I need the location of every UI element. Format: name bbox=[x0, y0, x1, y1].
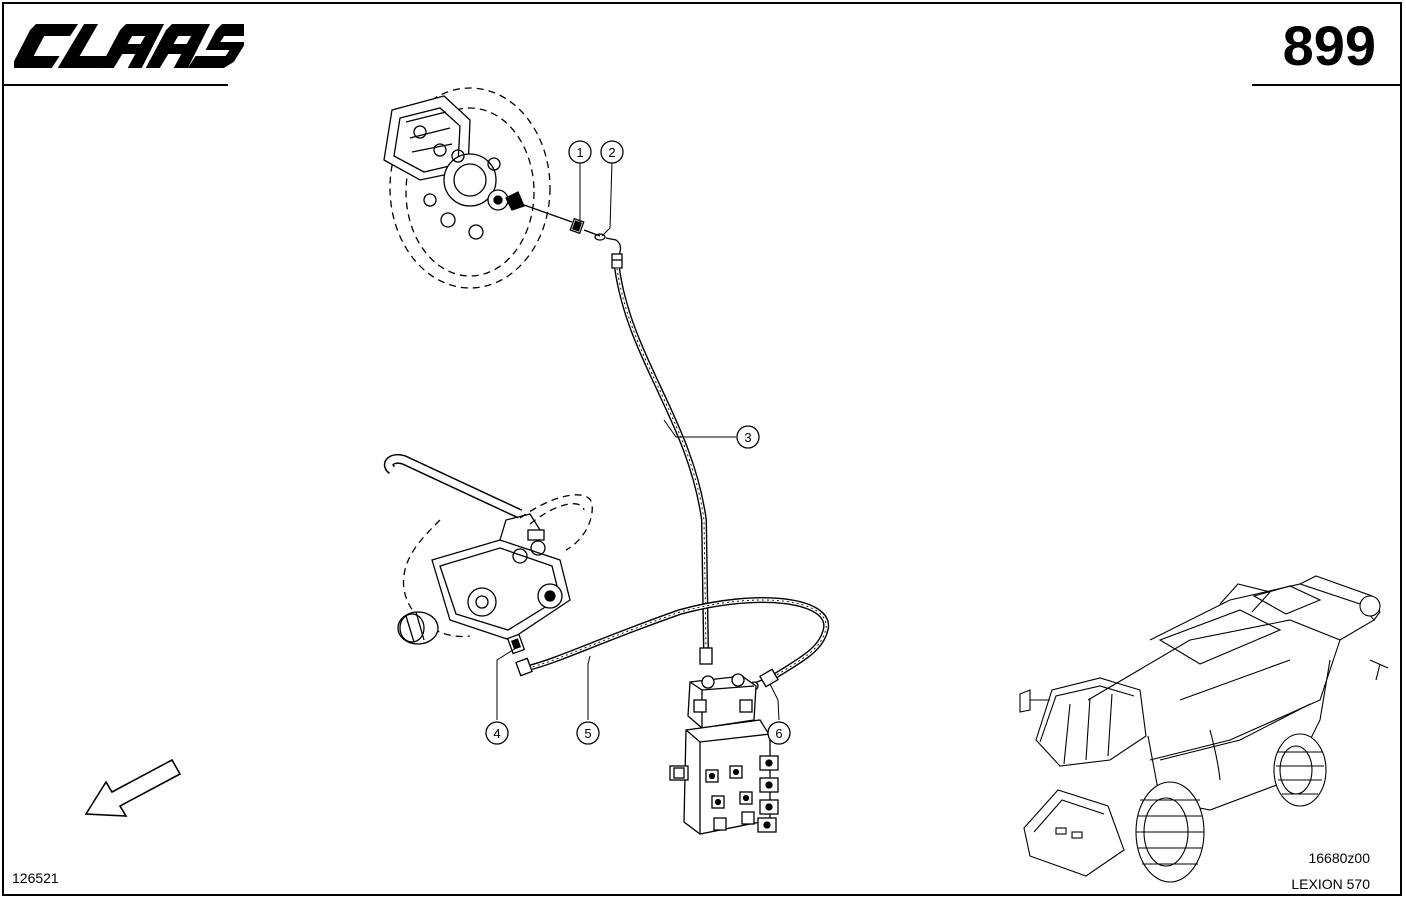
hose-5 bbox=[515, 597, 830, 691]
model-name: LEXION 570 bbox=[1291, 876, 1370, 892]
callout-6: 6 bbox=[767, 721, 791, 745]
wheel-hub-assembly bbox=[383, 87, 573, 289]
figure-id: 126521 bbox=[12, 870, 59, 886]
callout-2: 2 bbox=[600, 140, 624, 164]
callout-label: 2 bbox=[608, 145, 615, 160]
drawing-code: 16680z00 bbox=[1308, 850, 1370, 866]
callout-5: 5 bbox=[576, 721, 600, 745]
page-number: 899 bbox=[1282, 14, 1376, 77]
callout-label: 1 bbox=[576, 145, 583, 160]
callout-label: 6 bbox=[775, 726, 782, 741]
callout-1: 1 bbox=[568, 140, 592, 164]
combine-harvester-overview-icon bbox=[1019, 575, 1389, 883]
direction-arrow-icon bbox=[84, 758, 182, 817]
callout-3: 3 bbox=[736, 425, 760, 449]
callout-label: 4 bbox=[493, 726, 500, 741]
callout-label: 3 bbox=[744, 430, 751, 445]
header-rule-left bbox=[2, 84, 228, 86]
header-rule-right bbox=[1252, 84, 1402, 86]
callout-label: 5 bbox=[584, 726, 591, 741]
leader-lines bbox=[496, 161, 780, 721]
hose-3 bbox=[614, 267, 713, 665]
pump-assembly bbox=[383, 454, 593, 655]
valve-block bbox=[669, 673, 779, 835]
hub-fittings bbox=[569, 217, 623, 269]
claas-logo bbox=[14, 24, 244, 68]
callout-4: 4 bbox=[485, 721, 509, 745]
